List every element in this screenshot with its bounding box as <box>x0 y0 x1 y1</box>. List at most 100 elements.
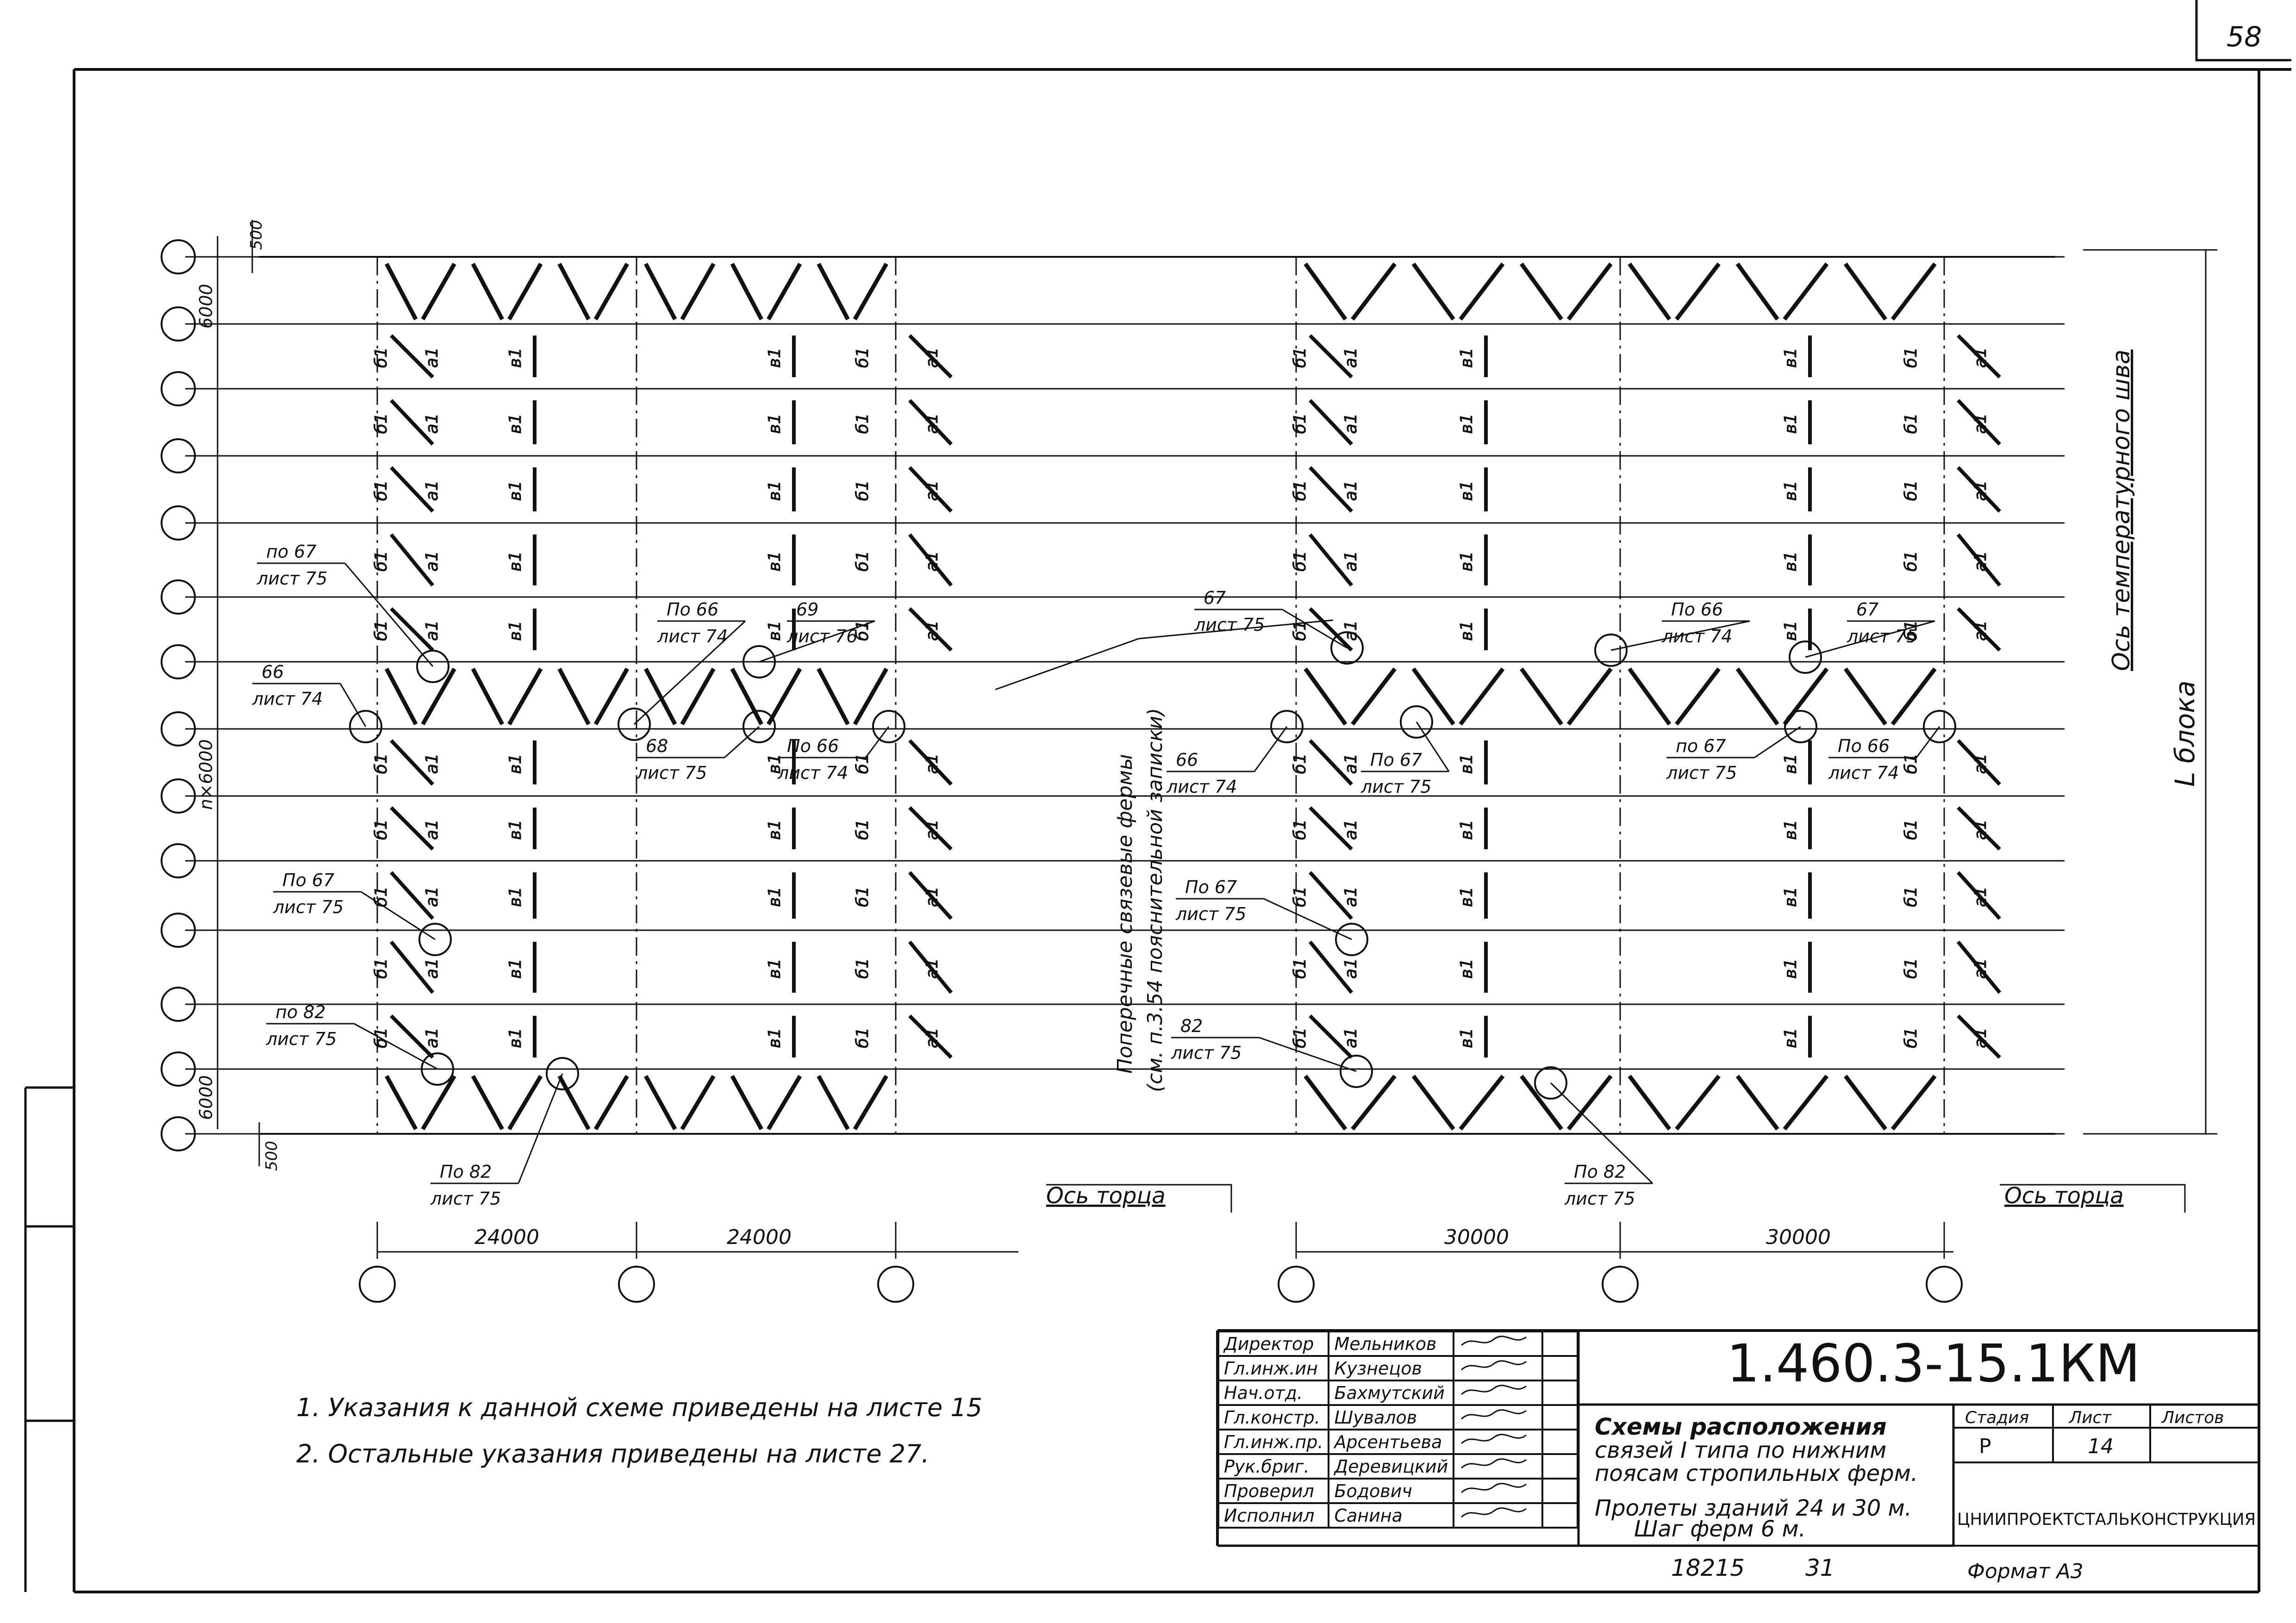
x-brace <box>1735 1075 1779 1131</box>
staff-row: Рук.бриг.Деревицкий <box>1217 1453 1579 1480</box>
member-label: б1 <box>1902 1027 1921 1048</box>
member-label: в1 <box>1781 551 1800 572</box>
member-label: б1 <box>372 958 391 979</box>
member-label: в1 <box>765 348 784 368</box>
x-brace <box>1735 667 1779 726</box>
member-label: б1 <box>1291 1027 1310 1048</box>
dim-top-offset: 500 <box>247 220 266 250</box>
callout-leader <box>1550 1082 1653 1184</box>
stage-header: Стадия <box>1965 1408 2029 1427</box>
member-label: в1 <box>1457 621 1476 641</box>
callout-node <box>742 645 776 678</box>
staff-date <box>1541 1502 1579 1529</box>
member-label: в1 <box>1781 1028 1800 1048</box>
callout-leader <box>361 891 436 940</box>
edge-diagonal <box>1957 607 2001 652</box>
dimension-texts: 24000 24000 30000 30000 500 6000 n×6000 … <box>196 220 1831 1249</box>
callout-node <box>416 650 449 683</box>
staff-role: Проверил <box>1217 1478 1330 1504</box>
edge-diagonal <box>1957 871 2001 920</box>
temperature-joint-label: Ось температурного шва <box>2108 349 2135 671</box>
callout-sheet: лист 75 <box>1847 626 1917 647</box>
member-label: в1 <box>1457 958 1476 979</box>
x-brace <box>1411 262 1455 321</box>
member-label: в1 <box>765 753 784 774</box>
x-brace <box>680 667 716 726</box>
member-label: а1 <box>423 819 442 840</box>
callout-leader <box>1254 726 1288 772</box>
x-brace <box>853 262 888 321</box>
staff-name: Кузнецов <box>1328 1355 1455 1381</box>
edge-diagonal <box>1309 806 1353 851</box>
member-label: а1 <box>1971 413 1990 434</box>
transverse-truss-note: Поперечные связевые фермы (см. п.3.54 по… <box>995 619 1334 1092</box>
member-label: а1 <box>923 480 942 501</box>
general-notes: 1. Указания к данной схеме приведены на … <box>296 1393 982 1468</box>
dim-middle-spacing: n×6000 <box>196 739 216 810</box>
x-brace <box>471 262 504 321</box>
staff-role: Директор <box>1217 1331 1330 1357</box>
member-label: в1 <box>506 1028 525 1048</box>
x-brace <box>644 262 677 321</box>
edge-diagonal <box>390 806 434 851</box>
staff-row: Гл.констр.Шувалов <box>1217 1404 1579 1430</box>
title-line-4: Пролеты зданий 24 и 30 м. <box>1595 1495 1912 1521</box>
member-label: а1 <box>423 1027 442 1048</box>
callout-sheet: лист 75 <box>430 1188 501 1209</box>
callout-sheet: лист 75 <box>266 1029 337 1049</box>
callout-node <box>1270 710 1304 743</box>
x-brace <box>1459 262 1505 321</box>
title-line-2: связей I типа по нижним <box>1595 1437 1886 1463</box>
title-line-5: Шаг ферм 6 м. <box>1634 1516 1806 1542</box>
callout-ref: 69 <box>796 599 818 620</box>
callout-ref: по 67 <box>266 541 317 562</box>
x-brace <box>593 667 629 726</box>
dim-bottom-offset: 500 <box>262 1141 281 1171</box>
edge-diagonal <box>1957 806 2001 851</box>
dim-span-24-right: 24000 <box>727 1225 792 1249</box>
column-axis-bubble <box>877 1266 914 1303</box>
x-brace <box>593 1075 629 1131</box>
member-label: б1 <box>1291 413 1310 434</box>
callout-node <box>618 708 651 741</box>
member-label: в1 <box>765 621 784 641</box>
dim-top-spacing: 6000 <box>196 284 216 329</box>
callout-leader <box>1610 620 1750 651</box>
staff-signature <box>1453 1380 1543 1406</box>
member-label: в1 <box>1781 887 1800 907</box>
member-label: в1 <box>1457 551 1476 572</box>
x-brace <box>593 262 629 321</box>
member-label: а1 <box>923 958 942 979</box>
edge-diagonal <box>1309 334 1353 379</box>
edge-diagonal <box>908 739 953 786</box>
staff-date <box>1541 1453 1579 1480</box>
x-brace <box>1890 1075 1937 1131</box>
svg-text:(см. п.3.54 пояснительной запи: (см. п.3.54 пояснительной записки) <box>1143 708 1167 1092</box>
member-label: б1 <box>1902 886 1921 907</box>
member-label: а1 <box>923 413 942 434</box>
column-axis-bubble <box>1278 1266 1315 1303</box>
x-brace <box>1411 1075 1455 1131</box>
edge-diagonal <box>1309 607 1353 652</box>
member-label: б1 <box>853 819 872 840</box>
member-label: а1 <box>923 620 942 641</box>
member-label: в1 <box>506 753 525 774</box>
x-brace <box>385 1075 418 1131</box>
member-label: в1 <box>506 820 525 840</box>
x-brace <box>471 1075 504 1131</box>
edge-diagonal <box>1956 533 2002 587</box>
member-label: б1 <box>372 753 391 774</box>
member-label: а1 <box>923 886 942 907</box>
staff-date <box>1541 1355 1579 1381</box>
column-axis-bubble <box>618 1266 655 1303</box>
staff-signature <box>1453 1502 1543 1529</box>
member-label: б1 <box>372 620 391 641</box>
x-brace <box>1890 667 1937 726</box>
page-number: 31 <box>1805 1555 1835 1581</box>
member-label: а1 <box>1341 551 1360 572</box>
edge-diagonal <box>1957 1014 2001 1059</box>
member-label: б1 <box>1291 819 1310 840</box>
edge-diagonal <box>390 1014 434 1059</box>
member-label: в1 <box>1781 753 1800 774</box>
